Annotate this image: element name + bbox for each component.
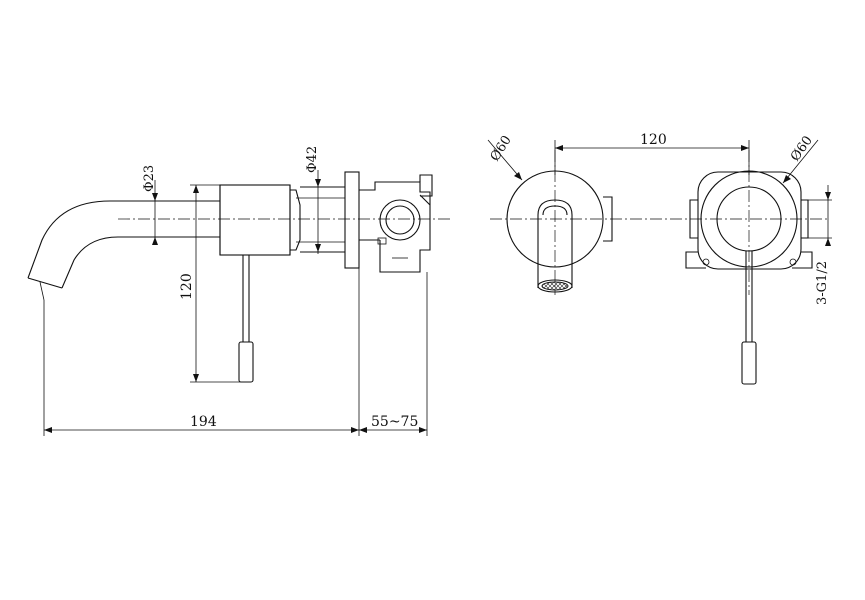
dim-wall-depth bbox=[359, 272, 428, 436]
valve-body bbox=[359, 174, 433, 273]
dim-center-distance bbox=[554, 140, 750, 175]
spout bbox=[27, 200, 220, 301]
front-view: 120 Ø60 Ø60 3-G1/2 bbox=[487, 132, 832, 385]
handle-lever bbox=[238, 255, 254, 383]
dim-spout-diameter bbox=[135, 180, 160, 245]
dim-plate-dia-right bbox=[782, 139, 819, 184]
label-center-distance: 120 bbox=[640, 132, 667, 148]
label-handle-height: 120 bbox=[179, 273, 195, 300]
label-spout-diameter: Φ23 bbox=[142, 165, 157, 192]
label-total-length: 194 bbox=[190, 414, 217, 430]
wall-plate bbox=[344, 171, 360, 269]
label-inlet-thread: 3-G1/2 bbox=[815, 261, 830, 305]
mixer-plate bbox=[685, 150, 813, 385]
dim-body-diameter bbox=[300, 170, 325, 254]
label-wall-depth: 55~75 bbox=[371, 414, 418, 430]
label-body-diameter: Φ42 bbox=[305, 146, 320, 173]
dim-inlet-thread bbox=[808, 185, 832, 246]
spout-plate bbox=[506, 150, 613, 295]
body-extension bbox=[296, 186, 345, 253]
knurled-body bbox=[219, 184, 301, 256]
label-plate-dia-left: Ø60 bbox=[488, 133, 515, 164]
dim-plate-dia-left bbox=[487, 139, 523, 181]
side-view: Φ23 Φ42 120 194 bbox=[27, 146, 450, 436]
dim-total-length bbox=[43, 268, 360, 436]
dim-handle-height bbox=[190, 184, 246, 383]
label-plate-dia-right: Ø60 bbox=[788, 133, 816, 164]
